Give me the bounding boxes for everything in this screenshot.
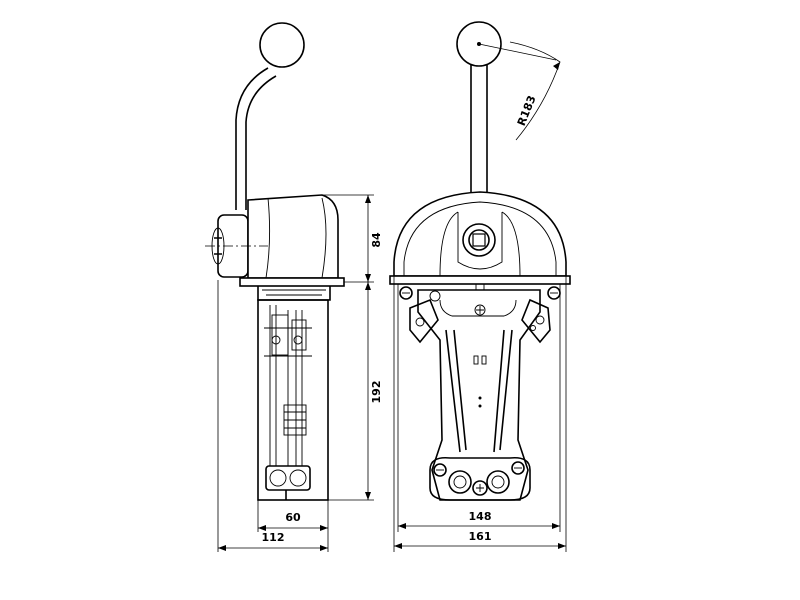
dim-60-label: 60 — [285, 511, 301, 524]
dim-192-label: 192 — [370, 381, 383, 404]
side-flange — [239, 277, 345, 287]
side-housing — [247, 194, 339, 279]
front-base-plate — [389, 275, 571, 285]
dim-161-label: 161 — [469, 530, 492, 543]
side-view: 84 192 60 112 — [205, 22, 383, 552]
dim-148-label: 148 — [469, 510, 492, 523]
side-lever-knob — [259, 22, 305, 68]
dim-112-label: 112 — [262, 531, 285, 544]
front-mechanism-plate — [417, 289, 541, 501]
side-lower-body — [257, 299, 329, 501]
dim-84-label: 84 — [370, 232, 383, 248]
front-view: R183 148 161 — [389, 21, 571, 552]
dim-r183-label: R183 — [515, 94, 539, 128]
side-lever-shaft — [235, 67, 269, 210]
